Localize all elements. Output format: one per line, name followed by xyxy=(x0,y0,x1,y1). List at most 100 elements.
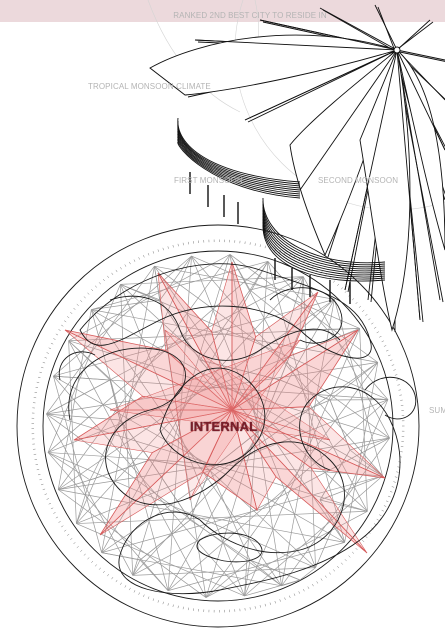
ring-tick xyxy=(356,548,358,550)
ring-tick xyxy=(125,585,126,587)
ring-tick xyxy=(352,298,354,300)
ring-tick xyxy=(43,489,45,490)
ring-tick xyxy=(374,327,376,328)
ring-tick xyxy=(255,606,256,608)
ring-tick xyxy=(349,556,351,558)
ring-tick xyxy=(64,530,66,531)
ring-tick xyxy=(139,257,140,259)
ring-tick xyxy=(61,526,63,527)
ring-tick xyxy=(125,264,126,266)
ring-tick xyxy=(168,246,169,248)
ring-tick xyxy=(56,517,58,518)
ring-tick xyxy=(321,579,322,581)
ring-tick xyxy=(47,353,49,354)
ring-tick xyxy=(374,524,376,525)
ring-tick xyxy=(41,484,43,485)
ring-tick xyxy=(379,515,381,516)
ring-tick xyxy=(362,310,364,312)
ring-tick xyxy=(333,569,335,571)
ring-tick xyxy=(143,595,144,597)
ring-tick xyxy=(70,538,72,540)
label-second-monsoon: SECOND MONSOON xyxy=(318,176,398,185)
ring-tick xyxy=(45,357,47,358)
ring-tick xyxy=(67,316,69,317)
ring-tick xyxy=(84,554,86,556)
ring-tick xyxy=(56,334,58,335)
ring-tick xyxy=(107,276,108,278)
ring-tick xyxy=(80,550,82,552)
ring-tick xyxy=(53,338,55,339)
ring-tick xyxy=(139,592,140,594)
drum-line xyxy=(178,142,300,198)
ring-tick xyxy=(134,260,135,262)
ring-tick xyxy=(285,598,286,600)
ring-tick xyxy=(255,243,256,245)
ring-tick xyxy=(365,314,367,315)
ring-tick xyxy=(173,245,174,247)
ring-tick xyxy=(88,293,90,295)
ring-tick xyxy=(120,583,121,585)
ring-tick xyxy=(70,312,72,314)
ring-tick xyxy=(148,597,149,599)
ring-tick xyxy=(397,467,399,468)
ring-tick xyxy=(337,284,339,286)
ring-tick xyxy=(64,321,66,322)
ring-tick xyxy=(308,587,309,589)
ring-tick xyxy=(303,589,304,591)
ring-tick xyxy=(393,482,395,483)
ring-tick xyxy=(173,605,174,607)
ring-tick xyxy=(390,491,392,492)
ring-tick xyxy=(395,375,397,376)
ring-tick xyxy=(289,596,290,598)
ring-tick xyxy=(49,348,51,349)
ring-tick xyxy=(294,594,295,596)
ring-tick xyxy=(38,377,40,378)
ring-tick xyxy=(61,325,63,326)
ring-tick xyxy=(80,300,82,302)
mesh-edge xyxy=(244,560,250,596)
ring-tick xyxy=(341,287,343,289)
ring-tick xyxy=(393,370,395,371)
ring-tick xyxy=(36,464,38,465)
ring-tick xyxy=(368,318,370,319)
ring-tick xyxy=(312,584,313,586)
mesh-chord xyxy=(69,341,77,524)
ring-tick xyxy=(371,323,373,324)
ring-tick xyxy=(345,291,347,293)
ring-tick xyxy=(158,600,159,602)
ring-tick xyxy=(178,244,179,246)
ring-tick xyxy=(341,563,343,565)
mesh-edge xyxy=(53,376,110,380)
ring-tick xyxy=(395,477,397,478)
ring-tick xyxy=(396,380,398,381)
ring-tick xyxy=(337,566,339,568)
ring-tick xyxy=(51,508,53,509)
ring-tick xyxy=(95,286,97,288)
ring-tick xyxy=(129,588,130,590)
ring-tick xyxy=(49,503,51,504)
drum-line xyxy=(178,118,300,182)
drum-line xyxy=(178,139,300,196)
label-first-monsoon: FIRST MONSOON xyxy=(174,176,243,185)
ring-tick xyxy=(299,591,300,593)
ring-tick xyxy=(91,289,93,291)
ring-tick xyxy=(158,249,159,251)
ring-tick xyxy=(116,580,117,582)
label-ranked-city: RANKED 2ND BEST CITY TO RESIDE IN xyxy=(170,11,330,21)
ring-tick xyxy=(116,270,117,272)
ring-tick xyxy=(384,345,386,346)
ring-tick xyxy=(73,308,75,310)
ring-tick xyxy=(39,372,41,373)
ring-tick xyxy=(392,487,394,488)
canopy-rib xyxy=(395,22,433,51)
ring-tick xyxy=(43,362,45,363)
ring-tick xyxy=(345,559,347,561)
ring-tick xyxy=(325,576,326,578)
mesh-edge xyxy=(244,580,300,596)
ring-tick xyxy=(397,385,399,386)
ring-tick xyxy=(73,542,75,544)
ring-tick xyxy=(37,469,39,470)
ring-tick xyxy=(386,350,388,351)
ring-tick xyxy=(163,248,164,250)
ring-tick xyxy=(388,496,390,497)
